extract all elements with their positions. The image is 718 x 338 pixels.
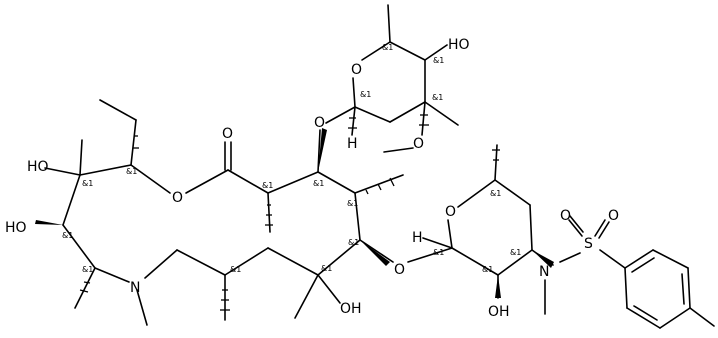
stereo-label: &1 xyxy=(348,238,359,247)
atom-oh-sugar-bottom: OH xyxy=(488,304,510,320)
atom-o-glycosidic-top: O xyxy=(314,115,325,131)
atom-s-sulfonyl: S xyxy=(584,236,593,252)
stereo-labels: &1 &1 &1 &1 &1 &1 &1 &1 &1 &1 &1 &1 &1 &… xyxy=(62,43,521,274)
stereo-label: &1 xyxy=(490,189,501,198)
stereo-label: &1 xyxy=(321,264,332,273)
stereo-label: &1 xyxy=(382,43,393,52)
wedge-bonds xyxy=(35,128,554,298)
stereo-label: &1 xyxy=(433,248,444,257)
atom-o-glycosidic-bottom: O xyxy=(394,262,405,278)
atom-o-methoxy: O xyxy=(413,136,424,152)
tolyl-ring-bonds xyxy=(624,249,715,329)
stereo-label: &1 xyxy=(360,90,371,99)
stereo-label: &1 xyxy=(82,179,93,188)
atom-oh-c6: OH xyxy=(340,301,362,317)
atom-n-sulfonamide: N xyxy=(539,264,549,280)
atom-labels: O HO O H O O O HO HO N OH O O H OH N S O… xyxy=(5,37,619,320)
atom-o-sugar-bottom-ring: O xyxy=(445,204,456,220)
atom-o-lactone-ring: O xyxy=(172,190,183,206)
atom-ho-sugar-top: HO xyxy=(448,37,470,53)
top-sugar-bonds xyxy=(317,4,459,173)
atom-ho-c10: HO xyxy=(5,220,27,236)
atom-n-macrocycle: N xyxy=(130,280,140,296)
stereo-label: &1 xyxy=(230,265,241,274)
atom-o-lactone-carbonyl: O xyxy=(222,126,233,142)
stereo-label: &1 xyxy=(510,248,521,257)
stereo-label: &1 xyxy=(482,265,493,274)
bottom-sugar-bonds xyxy=(359,144,626,315)
stereo-label: &1 xyxy=(432,93,443,102)
macrocycle-bonds xyxy=(62,164,361,283)
stereo-label: &1 xyxy=(82,265,93,274)
stereo-label: &1 xyxy=(347,199,358,208)
hash-bonds xyxy=(79,114,500,311)
atom-o-sulfonyl-right: O xyxy=(608,208,619,224)
atom-o-sugar-top-ring: O xyxy=(351,62,362,78)
substituent-bonds xyxy=(44,99,404,326)
atom-ho-c11: HO xyxy=(27,159,49,175)
stereo-label: &1 xyxy=(262,181,273,190)
stereo-label: &1 xyxy=(126,167,137,176)
atom-h-anomeric-top: H xyxy=(347,136,358,152)
stereo-label: &1 xyxy=(313,179,324,188)
stereo-label: &1 xyxy=(433,56,444,65)
atom-h-anomeric-bottom: H xyxy=(412,230,423,246)
stereo-label: &1 xyxy=(62,231,73,240)
atom-o-sulfonyl-left: O xyxy=(560,208,571,224)
